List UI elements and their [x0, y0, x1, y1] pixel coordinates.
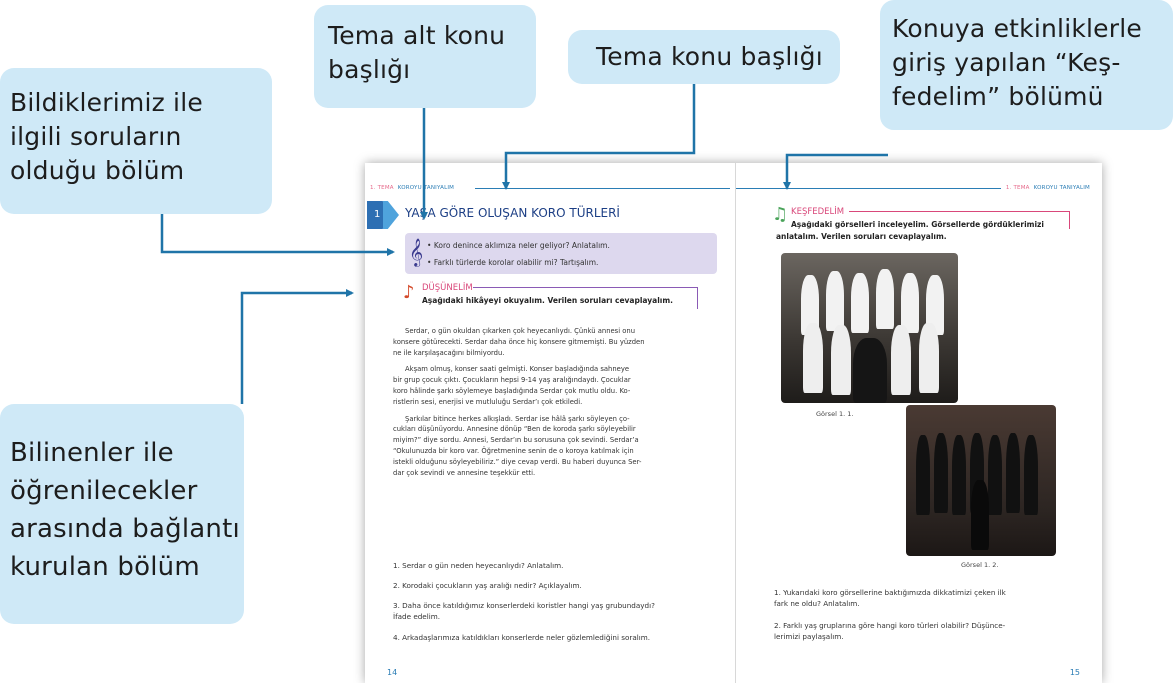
- story-text: Serdar, o gün okuldan çıkarken çok heyec…: [393, 326, 718, 484]
- photo-caption: Görsel 1. 2.: [961, 561, 999, 569]
- story-line: cukları düşünüyordu. Annesine dönüp “Ben…: [393, 425, 636, 434]
- music-notes-icon: ♫: [772, 204, 789, 225]
- story-paragraph: Serdar, o gün okuldan çıkarken çok heyec…: [393, 326, 718, 358]
- section-label-kesfedelim: KEŞFEDELİM: [791, 207, 845, 217]
- header-theme: 1. TEMA: [370, 185, 394, 191]
- section-rule-tick: [697, 287, 698, 309]
- story-line: Serdar, o gün okuldan çıkarken çok heyec…: [405, 327, 636, 335]
- callout-line: ilgili soruların: [10, 122, 182, 151]
- story-paragraph: Akşam olmuş, konser saati gelmişti. Kons…: [393, 364, 718, 407]
- section-instruction-cont: anlatalım. Verilen soruları cevaplayalım…: [776, 232, 947, 241]
- question-item-cont: İfade edelim.: [393, 612, 441, 621]
- question-item-cont: fark ne oldu? Anlatalım.: [774, 599, 860, 608]
- treble-clef-icon: 𝄞: [409, 238, 424, 266]
- header-title: KOROYU TANIYALIM: [1033, 185, 1090, 191]
- question-item: 2. Korodaki çocukların yaş aralığı nedir…: [393, 581, 582, 590]
- page-number: 14: [387, 668, 398, 677]
- story-line: koro hâlinde şarkı söylemeye başladığınd…: [393, 386, 631, 395]
- page-number: 15: [1069, 668, 1080, 677]
- callout-line: arasında bağlantı: [10, 514, 240, 544]
- story-line: dar çok sevindi ve annesine teşekkür ett…: [393, 468, 536, 477]
- prior-question: Koro denince aklımıza neler geliyor? Anl…: [427, 241, 610, 250]
- header-rule: [736, 188, 1001, 189]
- callout-line: Konuya etkinliklerle: [892, 14, 1142, 43]
- header-rule: [475, 188, 730, 189]
- story-line: miyim?” diye sordu. Annesi, Serdar’ın bu…: [393, 436, 639, 445]
- prior-questions-box: 𝄞 Koro denince aklımıza neler geliyor? A…: [405, 233, 717, 274]
- story-line: Akşam olmuş, konser saati gelmişti. Kons…: [405, 365, 630, 374]
- callout-line: öğrenilecekler: [10, 476, 198, 506]
- section-instruction: Aşağıdaki hikâyeyi okuyalım. Verilen sor…: [422, 296, 674, 305]
- section-label-dusunelim: DÜŞÜNELİM: [422, 283, 473, 293]
- story-line: konsere götürecekti. Serdar daha önce hi…: [393, 337, 645, 346]
- question-item-cont: lerimizi paylaşalım.: [774, 632, 844, 641]
- story-line: istekli olduğunu söyleyebiliriz.” diye c…: [393, 457, 642, 466]
- header-theme: 1. TEMA: [1005, 185, 1030, 191]
- header-title: KOROYU TANIYALIM: [397, 185, 455, 191]
- children-choir-photo: [781, 253, 958, 403]
- callout-line: olduğu bölüm: [10, 156, 185, 185]
- callout-line: Tema alt konu: [328, 21, 506, 50]
- story-paragraph: Şarkılar bitince herkes alkışladı. Serda…: [393, 414, 718, 479]
- section-rule: [849, 211, 1069, 212]
- story-line: ne ile karşılaşacağını bilmiyordu.: [393, 348, 505, 357]
- arrow-connection-section: [240, 289, 354, 404]
- story-line: “Okulunuzda bir koro var. Öğretmenine se…: [393, 446, 634, 455]
- question-item: 4. Arkadaşlarımıza katıldıkları konserle…: [393, 633, 651, 642]
- callout-line: Bildiklerimiz ile: [10, 88, 203, 117]
- book-spine: [735, 163, 736, 683]
- callout-line: kurulan bölüm: [10, 552, 200, 582]
- section-rule: [473, 287, 697, 288]
- question-item: 2. Farklı yaş gruplarına göre hangi koro…: [774, 621, 1006, 630]
- unit-title: YAŞA GÖRE OLUŞAN KORO TÜRLERİ: [405, 206, 620, 220]
- prior-question: Farklı türlerde korolar olabilir mi? Tar…: [427, 258, 599, 267]
- question-item: 3. Daha önce katıldığımız konserlerdeki …: [393, 601, 655, 610]
- music-note-icon: ♪: [403, 282, 415, 303]
- callout-subtopic-title: Tema alt konu başlığı: [314, 5, 536, 108]
- section-instruction: Aşağıdaki görselleri inceleyelim. Görsel…: [791, 220, 1044, 229]
- callout-line: giriş yapılan “Keş-: [892, 48, 1121, 77]
- callout-line: başlığı: [328, 55, 411, 84]
- callout-line: fedelim” bölümü: [892, 82, 1104, 111]
- callout-discover-section: Konuya etkinliklerle giriş yapılan “Keş-…: [880, 0, 1173, 130]
- callout-line: Tema konu başlığı: [596, 42, 823, 71]
- story-line: bir grup çocuk çıktı. Çocukların hepsi 9…: [393, 376, 631, 385]
- adult-choir-photo: [906, 405, 1056, 556]
- callout-topic-title: Tema konu başlığı: [568, 30, 840, 84]
- callout-prior-questions: Bildiklerimiz ile ilgili soruların olduğ…: [0, 68, 272, 214]
- unit-badge-chevron: [383, 201, 399, 229]
- unit-number: 1: [374, 209, 381, 220]
- photo-caption: Görsel 1. 1.: [816, 410, 854, 418]
- section-rule-tick: [1069, 211, 1070, 229]
- arrow-prior-questions: [160, 214, 395, 256]
- question-item: 1. Yukarıdaki koro görsellerine baktığım…: [774, 588, 1006, 597]
- question-item: 1. Serdar o gün neden heyecanlıydı? Anla…: [393, 561, 564, 570]
- callout-line: Bilinenler ile: [10, 438, 174, 468]
- story-line: Şarkılar bitince herkes alkışladı. Serda…: [405, 414, 630, 423]
- callout-connection-section: Bilinenler ile öğrenilecekler arasında b…: [0, 404, 244, 624]
- story-line: ristlerin sesi, enerjisi ve mutluluğu Se…: [393, 397, 583, 406]
